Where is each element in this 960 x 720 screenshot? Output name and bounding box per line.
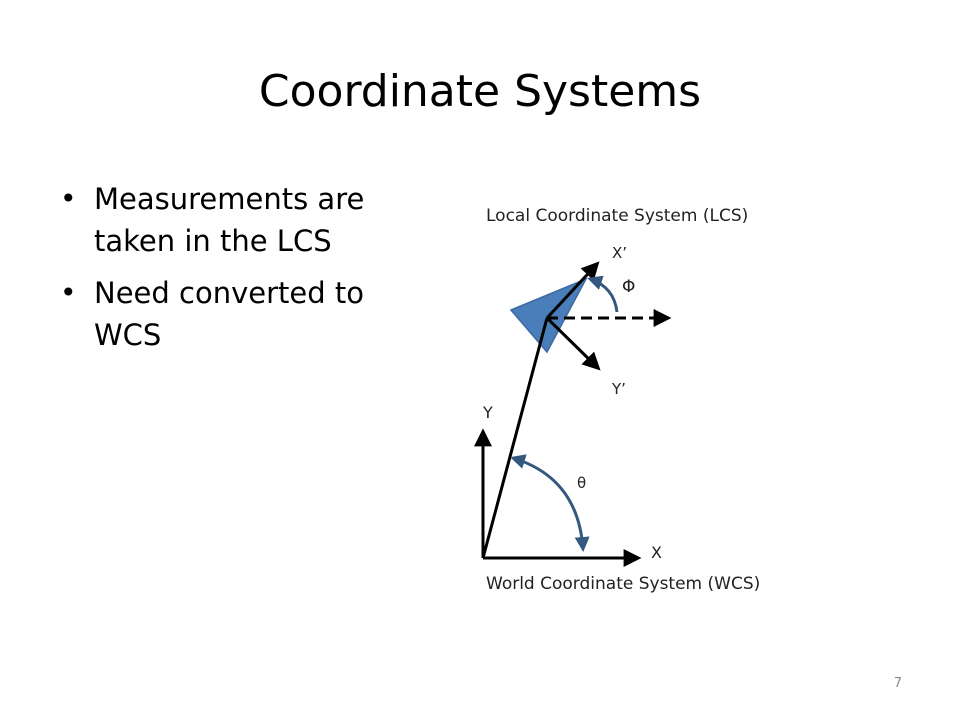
x-prime-label: X’ (612, 244, 627, 262)
wcs-label: World Coordinate System (WCS) (486, 574, 760, 594)
bullet-dot: • (60, 276, 77, 309)
slide-title: Coordinate Systems (258, 66, 702, 117)
y-prime-label: Y’ (611, 380, 626, 398)
x-axis-label: X (651, 543, 662, 562)
bullet-text: Measurements are taken in the LCS (94, 182, 365, 258)
lcs-x-prime-axis (545, 261, 600, 320)
bullet-list: • Measurements are taken in the LCS • Ne… (58, 178, 438, 366)
theta-label: θ (577, 474, 586, 492)
lcs-y-prime-axis (545, 316, 601, 371)
page-number: 7 (893, 676, 902, 691)
position-vector (481, 317, 549, 559)
bullet-text: Need converted to WCS (94, 276, 364, 352)
phi-arc (587, 275, 619, 313)
theta-arc (510, 454, 590, 552)
lcs-label: Local Coordinate System (LCS) (486, 206, 748, 226)
phi-label: Φ (622, 277, 635, 297)
bullet-item: • Need converted to WCS (58, 272, 438, 356)
y-axis-label: Y (482, 403, 493, 422)
bullet-item: • Measurements are taken in the LCS (58, 178, 438, 262)
bullet-dot: • (60, 182, 77, 215)
